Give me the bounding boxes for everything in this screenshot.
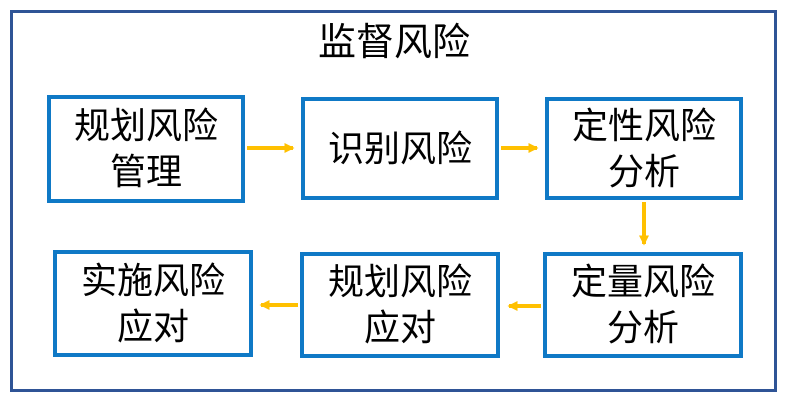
node-quantitative-risk-analysis: 定量风险 分析 [543, 252, 743, 358]
node-plan-risk-management: 规划风险 管理 [47, 95, 245, 203]
node-identify-risks: 识别风险 [301, 97, 499, 200]
node-plan-risk-responses: 规划风险 应对 [300, 252, 500, 358]
outer-frame [10, 10, 777, 392]
node-qualitative-risk-analysis: 定性风险 分析 [545, 97, 743, 200]
node-implement-risk-responses: 实施风险 应对 [53, 250, 253, 357]
diagram-title: 监督风险 [317, 22, 470, 64]
